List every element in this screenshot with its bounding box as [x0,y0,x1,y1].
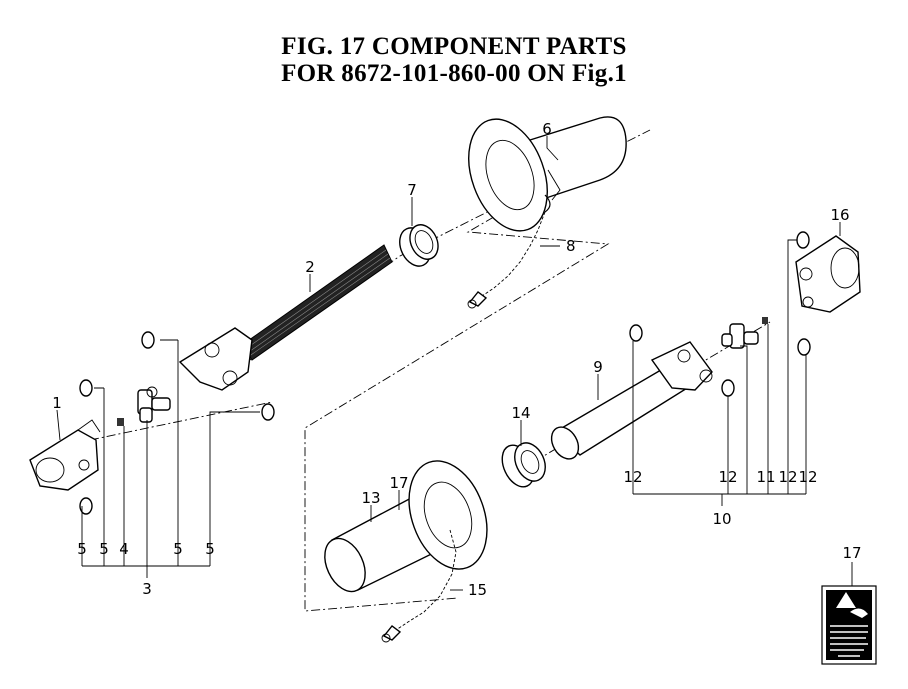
part-5-circlips [79,331,275,515]
callout-4: 4 [119,540,129,558]
callout-6: 6 [542,120,552,138]
left-joint-centerline [89,401,273,441]
part-7-bearing-ring [399,224,439,267]
callout-13: 13 [361,489,380,507]
part-15-safety-chain [381,529,457,643]
part-1-left-yoke [29,419,101,491]
callout-labels: 6 7 8 2 1 5 5 4 5 5 3 9 14 13 17 15 12 1… [52,120,861,599]
callout-7: 7 [407,181,417,199]
callout-11: 11 [756,468,775,486]
part-6-outer-guard-tube [468,116,627,232]
callout-3: 3 [142,580,152,598]
figure-title-line-2: FOR 8672-101-860-00 ON Fig.1 [281,60,627,87]
callout-12-d: 12 [798,468,817,486]
callout-16: 16 [830,206,849,224]
part-14-bearing-ring [501,442,546,488]
callout-12-b: 12 [718,468,737,486]
part-12-circlips [629,231,811,397]
callout-1: 1 [52,394,62,412]
callout-5-d: 5 [205,540,215,558]
figure-title-line-1: FIG. 17 COMPONENT PARTS [281,33,627,60]
callout-5-c: 5 [173,540,183,558]
callout-17-a: 17 [389,474,408,492]
part-2-splined-shaft [178,244,393,391]
part-11-universal-cross [721,317,768,349]
callout-2: 2 [305,258,315,276]
callout-5-b: 5 [99,540,109,558]
part-13-lower-guard-tube [324,460,488,593]
callout-12-a: 12 [623,468,642,486]
part-8-safety-chain [467,194,551,309]
callout-10: 10 [712,510,731,528]
callout-5-a: 5 [77,540,87,558]
part-9-inner-tube [550,341,713,460]
callout-12-c: 12 [778,468,797,486]
callout-17-b: 17 [842,544,861,562]
callout-14: 14 [511,404,530,422]
part-17-warning-label [821,585,877,665]
callout-8: 8 [566,237,576,255]
part-16-right-yoke [795,235,861,313]
outer-tube-boundary-line [304,139,627,612]
callout-leaders [56,136,853,591]
callout-15: 15 [468,581,487,599]
part-4-grease-nipple [117,418,124,426]
part-3-universal-cross [137,386,171,423]
callout-9: 9 [593,358,603,376]
